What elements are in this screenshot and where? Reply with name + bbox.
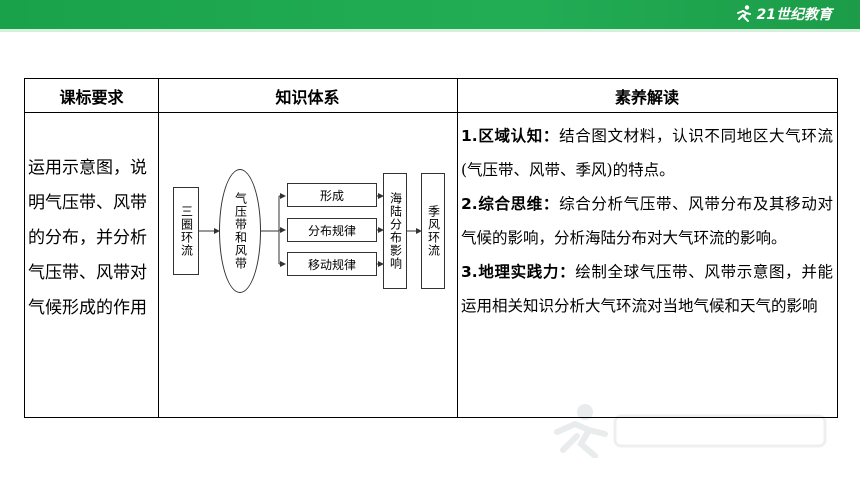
diagram-node-formation: 形成 (287, 183, 377, 207)
knowledge-diagram-connectors (199, 193, 422, 267)
curriculum-table: 课标要求 知识体系 素养解读 运用示意图，说明气压带、风带的分布，并分析气压带、… (24, 78, 838, 418)
brand-logo-text: 21世纪教育 (756, 7, 832, 23)
brand-logo: 21世纪教育 (734, 3, 832, 25)
diagram-node-distribution: 分布规律 (287, 218, 377, 242)
requirement-text: 运用示意图，说明气压带、风带的分布，并分析气压带、风带对气候形成的作用 (28, 158, 147, 318)
header-divider (25, 112, 837, 113)
literacy-item-integrated-thinking: 2.综合思维：综合分析气压带、风带分布及其移动对气候的影响，分析海陆分布对大气环… (461, 195, 833, 247)
banner-accent-line (0, 29, 860, 32)
header-requirements: 课标要求 (59, 87, 124, 107)
runner-logo-icon (736, 5, 751, 22)
diagram-node-pressure-wind-belts: 气压带和风带 (219, 169, 261, 293)
column-divider (158, 79, 159, 417)
header-literacy: 素养解读 (614, 87, 679, 107)
diagram-node-monsoon-circulation: 季风环流 (421, 173, 445, 289)
top-banner (0, 0, 860, 29)
header-knowledge-system: 知识体系 (275, 87, 340, 107)
watermark-icon (554, 404, 827, 458)
diagram-node-three-cell-circulation: 三圈环流 (173, 187, 199, 275)
diagram-node-land-sea-influence: 海陆分布影响 (383, 173, 407, 289)
literacy-item-geo-practice: 3.地理实践力：绘制全球气压带、风带示意图，并能运用相关知识分析大气环流对当地气… (461, 263, 833, 315)
column-divider (457, 79, 458, 417)
literacy-item-regional-cognition: 1.区域认知：结合图文材料，认识不同地区大气环流(气压带、风带、季风)的特点。 (461, 127, 833, 179)
literacy-text: 1.区域认知：结合图文材料，认识不同地区大气环流(气压带、风带、季风)的特点。 … (461, 119, 833, 323)
diagram-node-movement: 移动规律 (287, 252, 377, 276)
